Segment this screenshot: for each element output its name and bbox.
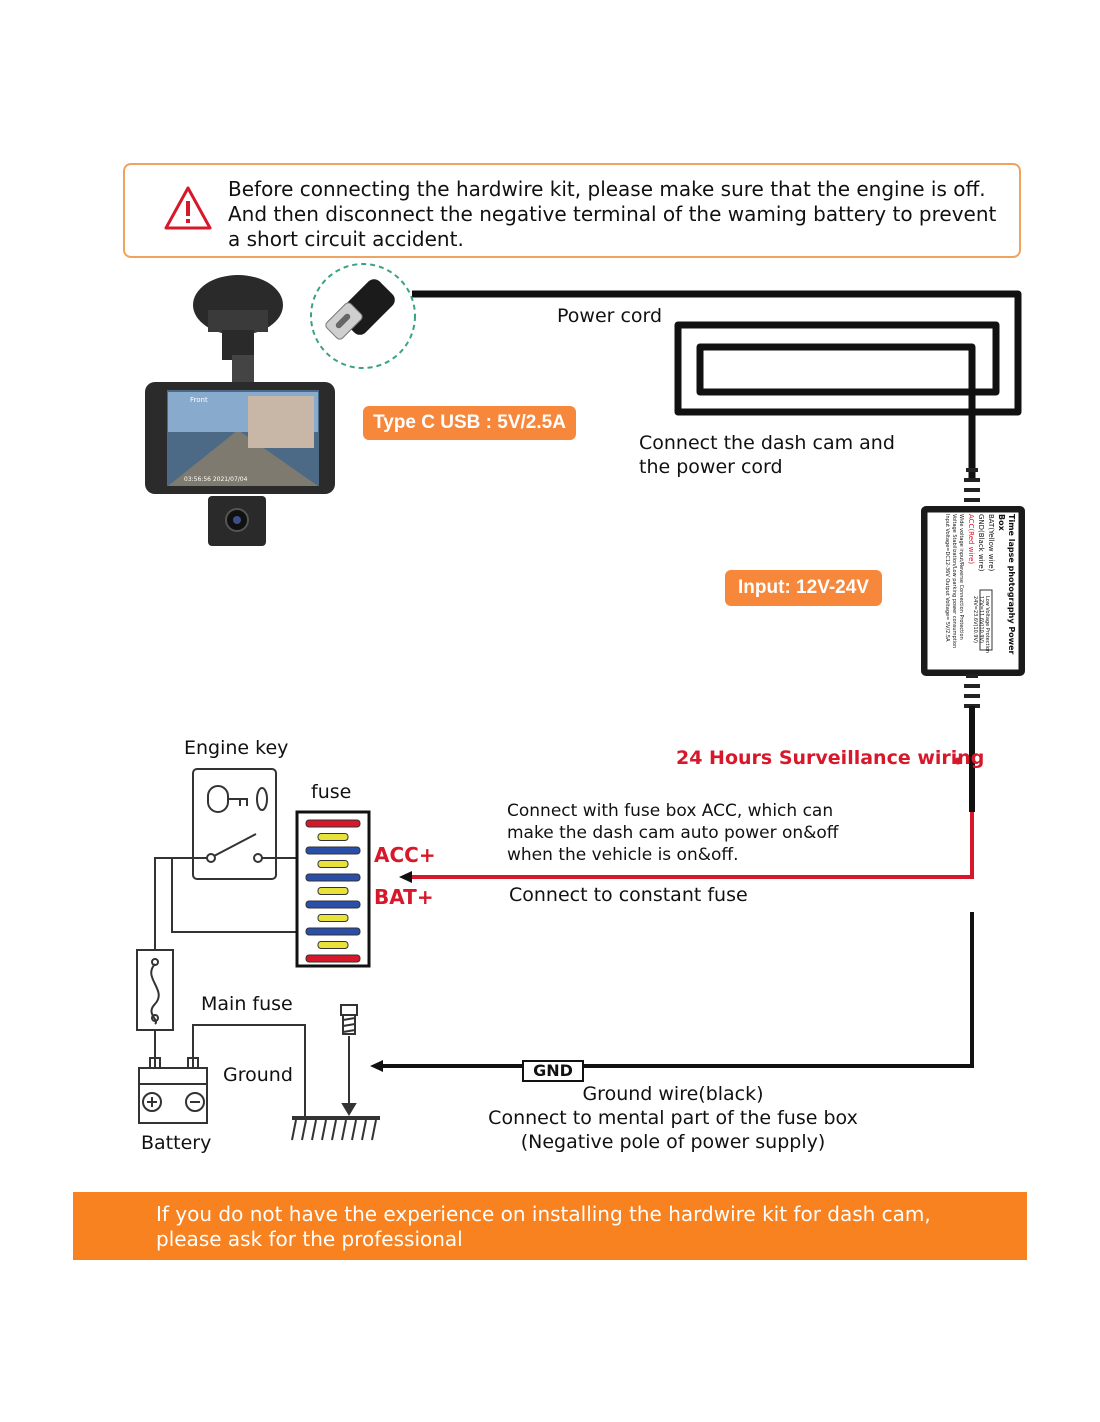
power-box-title: Time lapse photography Power Box xyxy=(997,514,1016,655)
ground-label: Ground xyxy=(223,1064,293,1086)
warning-box: Before connecting the hardwire kit, plea… xyxy=(123,163,1021,258)
fuse-blade xyxy=(305,954,361,963)
fuse-blade xyxy=(305,900,361,909)
battery-label: Battery xyxy=(141,1132,212,1154)
power-cord-label: Power cord xyxy=(557,305,663,327)
acc-desc-line: when the vehicle is on&off. xyxy=(507,845,739,865)
fuse-blade xyxy=(305,846,361,855)
power-cord xyxy=(412,290,1022,480)
screen-timestamp: 03:56:56 2021/07/04 xyxy=(184,476,248,483)
protection-line: Low Voltage Protection xyxy=(984,596,990,654)
fuse-blade xyxy=(317,887,349,895)
fuse-blade xyxy=(305,927,361,936)
acc-red-wire xyxy=(405,812,974,879)
footer-bar: If you do not have the experience on ins… xyxy=(73,1192,1027,1260)
warning-line: a short circuit accident. xyxy=(228,227,464,251)
fuse-blade xyxy=(305,873,361,882)
surveillance-label: 24 Hours Surveillance wiring xyxy=(676,747,985,769)
fuse-blade xyxy=(317,914,349,922)
gnd-tag: GND xyxy=(522,1060,584,1082)
footer-line: please ask for the professional xyxy=(156,1227,463,1251)
ground-wire-description: Ground wire(black) Connect to mental par… xyxy=(473,1082,873,1154)
warning-text: Before connecting the hardwire kit, plea… xyxy=(228,177,1008,252)
fuse-label: fuse xyxy=(311,781,352,803)
power-box-note: Input Voltage=DC12-36V Output Voltage= 5… xyxy=(944,514,950,642)
power-box-note: Voltage Stabilization/Low parking power … xyxy=(951,514,957,649)
fuse-blade xyxy=(305,819,361,828)
connect-dash-line: Connect the dash cam and xyxy=(639,432,895,454)
fuse-blade xyxy=(317,860,349,868)
engine-key xyxy=(192,768,300,880)
input-badge: Input: 12V-24V xyxy=(725,570,882,606)
type-c-badge: Type C USB : 5V/2.5A xyxy=(363,406,576,440)
bat-label: BAT+ xyxy=(374,885,434,909)
fuse-blade xyxy=(317,833,349,841)
ground-wire-line: Ground wire(black) xyxy=(582,1083,764,1105)
battery-symbol xyxy=(138,1057,208,1124)
usb-c-plug xyxy=(310,263,416,369)
warning-line: And then disconnect the negative termina… xyxy=(228,202,997,226)
warning-line: Before connecting the hardwire kit, plea… xyxy=(228,177,986,201)
acc-label: ACC+ xyxy=(374,843,436,867)
screen-front-label: Front xyxy=(190,396,208,404)
ground-symbol xyxy=(291,1004,380,1141)
constant-fuse-label: Connect to constant fuse xyxy=(509,884,748,906)
fuse-box xyxy=(295,810,371,968)
power-box-protection: Low Voltage Protection 12V=11.6V(10.9V) … xyxy=(972,596,990,656)
footer-text: If you do not have the experience on ins… xyxy=(156,1202,1016,1252)
protection-line: 24V=23.6V(10.9V) xyxy=(972,596,978,643)
gnd-black-wire xyxy=(382,912,974,1068)
warning-triangle-icon xyxy=(164,186,212,230)
fuse-blade xyxy=(317,941,349,949)
power-box-note: Wide voltage input/Reverse Connection Pr… xyxy=(958,514,964,640)
power-box xyxy=(921,506,1025,676)
footer-line: If you do not have the experience on ins… xyxy=(156,1202,931,1226)
acc-description: Connect with fuse box ACC, which can mak… xyxy=(507,800,839,866)
connect-dash-label: Connect the dash cam and the power cord xyxy=(639,431,895,479)
ground-wire-line: (Negative pole of power supply) xyxy=(520,1131,826,1153)
engine-key-label: Engine key xyxy=(184,737,289,759)
ground-wire-line: Connect to mental part of the fuse box xyxy=(488,1107,858,1129)
dash-cam xyxy=(145,275,335,546)
main-fuse xyxy=(136,949,174,1031)
acc-desc-line: make the dash cam auto power on&off xyxy=(507,823,839,843)
main-fuse-label: Main fuse xyxy=(201,993,293,1015)
connect-dash-line: the power cord xyxy=(639,456,783,478)
acc-desc-line: Connect with fuse box ACC, which can xyxy=(507,801,834,821)
